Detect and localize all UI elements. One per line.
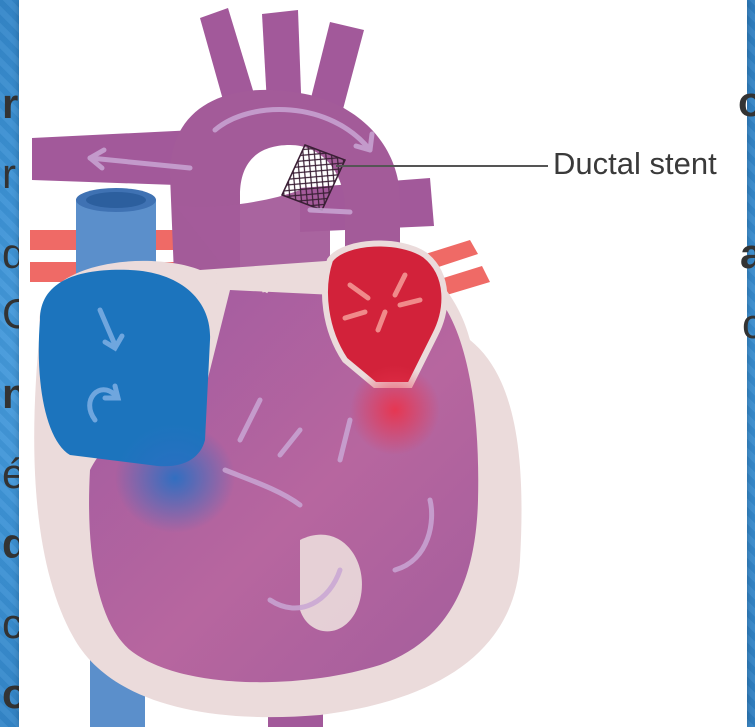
ductal-stent-label: Ductal stent <box>553 146 717 182</box>
blue-red-mixing <box>115 423 235 533</box>
red-mixing <box>350 365 440 455</box>
